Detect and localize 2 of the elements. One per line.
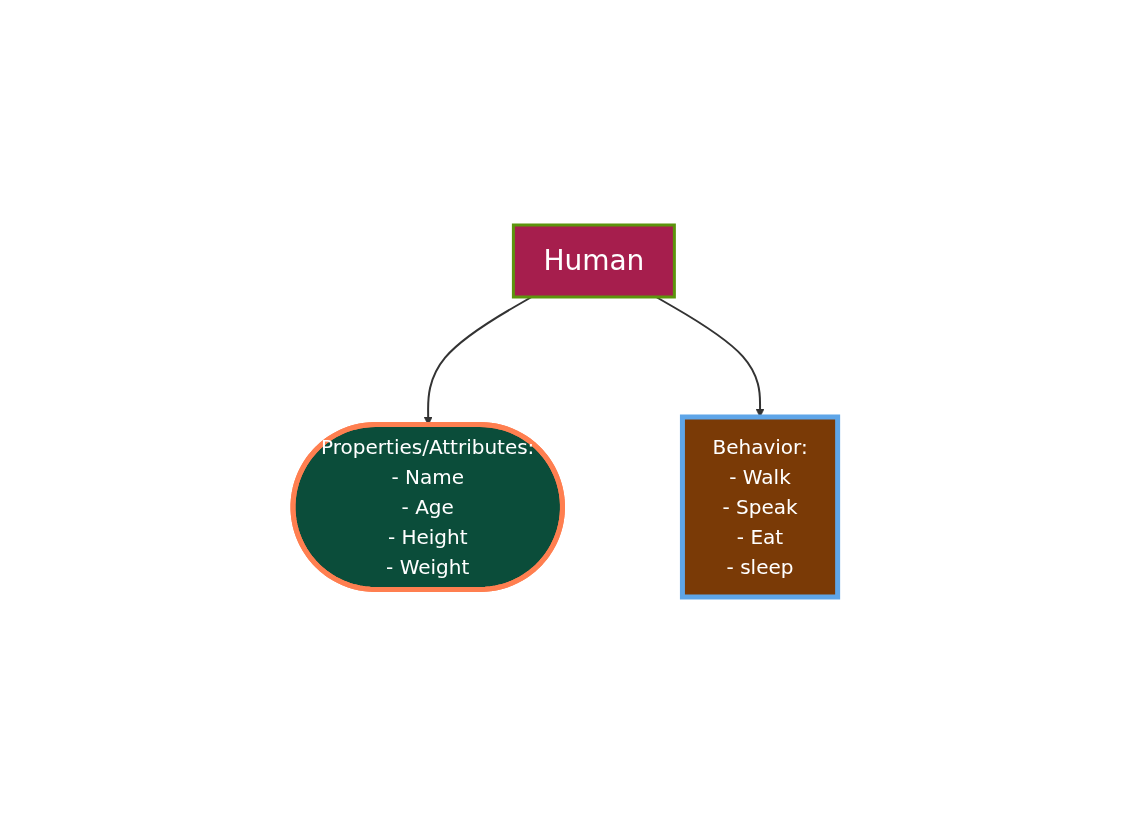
node-box: Behavior: - Walk - Speak - Eat - sleep xyxy=(680,414,841,599)
node-box: Human xyxy=(512,223,677,298)
